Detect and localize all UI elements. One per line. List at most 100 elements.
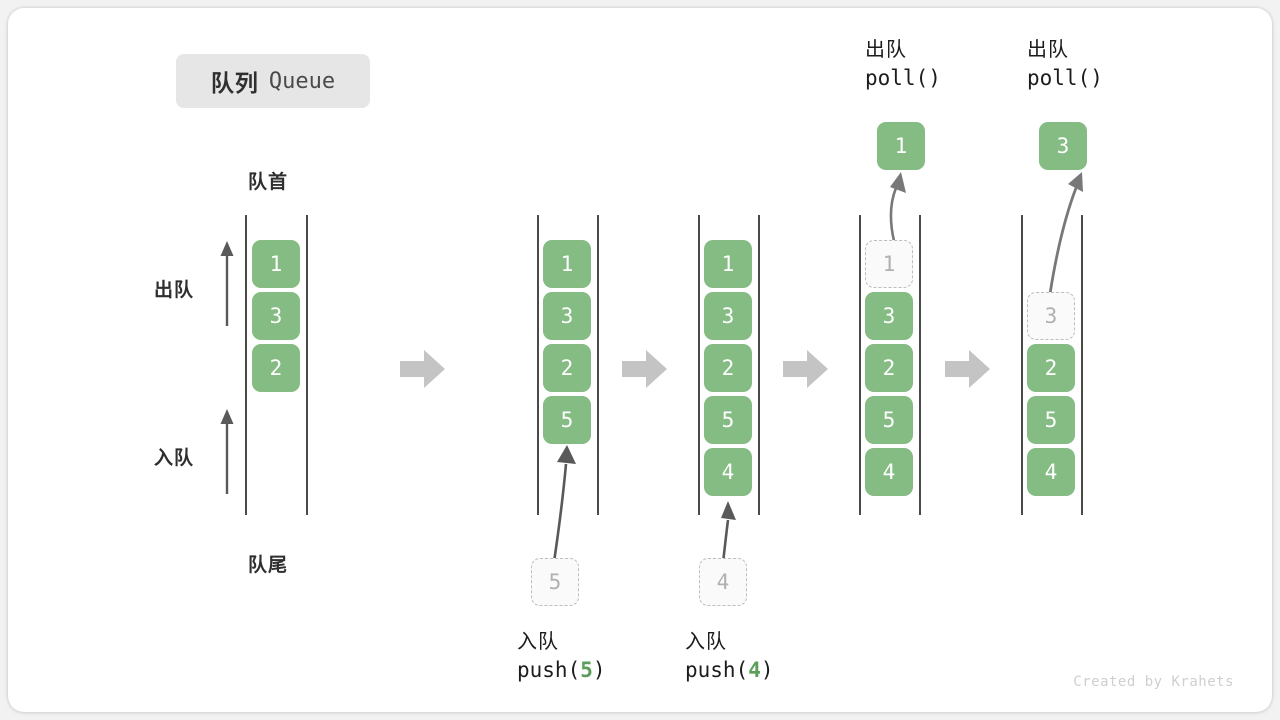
queue-cell-value: 2 bbox=[721, 355, 735, 380]
queue-cell-new: 5 bbox=[543, 396, 591, 444]
operation-caption-push-4: 入队 push(4) bbox=[685, 628, 774, 686]
queue-cell: 2 bbox=[865, 344, 913, 392]
push-arrow bbox=[552, 445, 576, 563]
pending-element-value: 5 bbox=[548, 569, 562, 594]
queue-cell-value: 4 bbox=[721, 459, 735, 484]
queue-cell-value: 5 bbox=[560, 407, 574, 432]
queue-cell: 5 bbox=[865, 396, 913, 444]
operation-name-cn: 出队 bbox=[1027, 39, 1069, 61]
operation-caption-poll-3: 出队 poll() bbox=[1027, 36, 1103, 94]
operation-code-value: 5 bbox=[580, 658, 593, 683]
queue-cell: 2 bbox=[1027, 344, 1075, 392]
queue-cell-value: 3 bbox=[1044, 303, 1058, 328]
queue-cell: 4 bbox=[865, 448, 913, 496]
push-arrow bbox=[721, 501, 736, 564]
removed-element-value: 1 bbox=[894, 133, 908, 158]
operation-code-prefix: push( bbox=[685, 658, 749, 683]
flow-arrow-icon bbox=[783, 350, 828, 388]
enqueue-direction-label: 入队 bbox=[154, 448, 195, 469]
queue-rail-left bbox=[1021, 215, 1023, 515]
enqueue-direction-arrow bbox=[220, 409, 234, 494]
queue-cell: 2 bbox=[704, 344, 752, 392]
queue-cell-value: 3 bbox=[560, 303, 574, 328]
queue-cell-value: 3 bbox=[882, 303, 896, 328]
queue-cell-value: 4 bbox=[1044, 459, 1058, 484]
pending-element-ghost: 5 bbox=[531, 558, 579, 606]
queue-cell-removed-ghost: 3 bbox=[1027, 292, 1075, 340]
queue-cell: 5 bbox=[1027, 396, 1075, 444]
queue-cell: 3 bbox=[252, 292, 300, 340]
operation-code-prefix: push( bbox=[517, 658, 581, 683]
queue-cell: 3 bbox=[704, 292, 752, 340]
operation-code-suffix: ) bbox=[760, 658, 774, 683]
queue-rail-right bbox=[306, 215, 308, 515]
queue-front-label: 队首 bbox=[248, 172, 289, 193]
queue-rail-right bbox=[1081, 215, 1083, 515]
operation-code: push(4) bbox=[685, 656, 774, 686]
queue-rail-right bbox=[919, 215, 921, 515]
queue-cell-value: 2 bbox=[1044, 355, 1058, 380]
dequeue-direction-arrow bbox=[220, 241, 234, 326]
queue-rail-left bbox=[859, 215, 861, 515]
queue-cell: 5 bbox=[704, 396, 752, 444]
operation-name-cn: 入队 bbox=[517, 631, 559, 653]
queue-rail-right bbox=[597, 215, 599, 515]
queue-cell-new: 4 bbox=[704, 448, 752, 496]
queue-cell-value: 5 bbox=[882, 407, 896, 432]
pending-element-value: 4 bbox=[716, 569, 730, 594]
queue-cell-value: 2 bbox=[882, 355, 896, 380]
queue-cell: 2 bbox=[252, 344, 300, 392]
queue-rail-left bbox=[537, 215, 539, 515]
operation-code-value: 4 bbox=[748, 658, 761, 683]
flow-arrow-icon bbox=[400, 350, 445, 388]
title-english: Queue bbox=[268, 68, 336, 94]
queue-cell-value: 1 bbox=[269, 251, 283, 276]
queue-cell-value: 1 bbox=[882, 251, 896, 276]
queue-cell-value: 1 bbox=[721, 251, 735, 276]
operation-code-suffix: ) bbox=[592, 658, 606, 683]
watermark-credit: Created by Krahets bbox=[1073, 674, 1234, 690]
queue-cell: 1 bbox=[252, 240, 300, 288]
queue-cell: 1 bbox=[543, 240, 591, 288]
queue-cell: 3 bbox=[543, 292, 591, 340]
operation-code-suffix: ) bbox=[928, 66, 941, 91]
queue-cell: 2 bbox=[543, 344, 591, 392]
operation-code-prefix: poll( bbox=[1027, 66, 1091, 91]
queue-cell: 1 bbox=[704, 240, 752, 288]
queue-cell-removed-ghost: 1 bbox=[865, 240, 913, 288]
queue-cell-value: 4 bbox=[882, 459, 896, 484]
poll-arrow bbox=[889, 172, 906, 242]
removed-element: 3 bbox=[1039, 122, 1087, 170]
queue-cell-value: 5 bbox=[1044, 407, 1058, 432]
diagram-title-badge: 队列 Queue bbox=[176, 54, 370, 108]
removed-element: 1 bbox=[877, 122, 925, 170]
queue-cell-value: 2 bbox=[560, 355, 574, 380]
operation-code: poll() bbox=[1027, 64, 1103, 94]
flow-arrow-icon bbox=[622, 350, 667, 388]
operation-name-cn: 入队 bbox=[685, 631, 727, 653]
operation-code: poll() bbox=[865, 64, 941, 94]
queue-cell-value: 2 bbox=[269, 355, 283, 380]
removed-element-value: 3 bbox=[1056, 133, 1070, 158]
queue-rail-right bbox=[758, 215, 760, 515]
queue-cell-value: 5 bbox=[721, 407, 735, 432]
poll-arrow bbox=[1048, 172, 1083, 295]
queue-cell: 4 bbox=[1027, 448, 1075, 496]
dequeue-direction-label: 出队 bbox=[154, 280, 195, 301]
operation-code-suffix: ) bbox=[1090, 66, 1103, 91]
title-chinese: 队列 bbox=[210, 70, 259, 96]
queue-rail-left bbox=[698, 215, 700, 515]
queue-cell-value: 1 bbox=[560, 251, 574, 276]
queue-cell-value: 3 bbox=[721, 303, 735, 328]
operation-code-prefix: poll( bbox=[865, 66, 929, 91]
diagram-card: 队列 Queue 队首 队尾 出队 入队 bbox=[8, 8, 1272, 712]
operation-caption-poll-1: 出队 poll() bbox=[865, 36, 941, 94]
operation-caption-push-5: 入队 push(5) bbox=[517, 628, 606, 686]
pending-element-ghost: 4 bbox=[699, 558, 747, 606]
queue-cell: 3 bbox=[865, 292, 913, 340]
flow-arrow-icon bbox=[945, 350, 990, 388]
operation-name-cn: 出队 bbox=[865, 39, 907, 61]
operation-code: push(5) bbox=[517, 656, 606, 686]
queue-rail-left bbox=[245, 215, 247, 515]
